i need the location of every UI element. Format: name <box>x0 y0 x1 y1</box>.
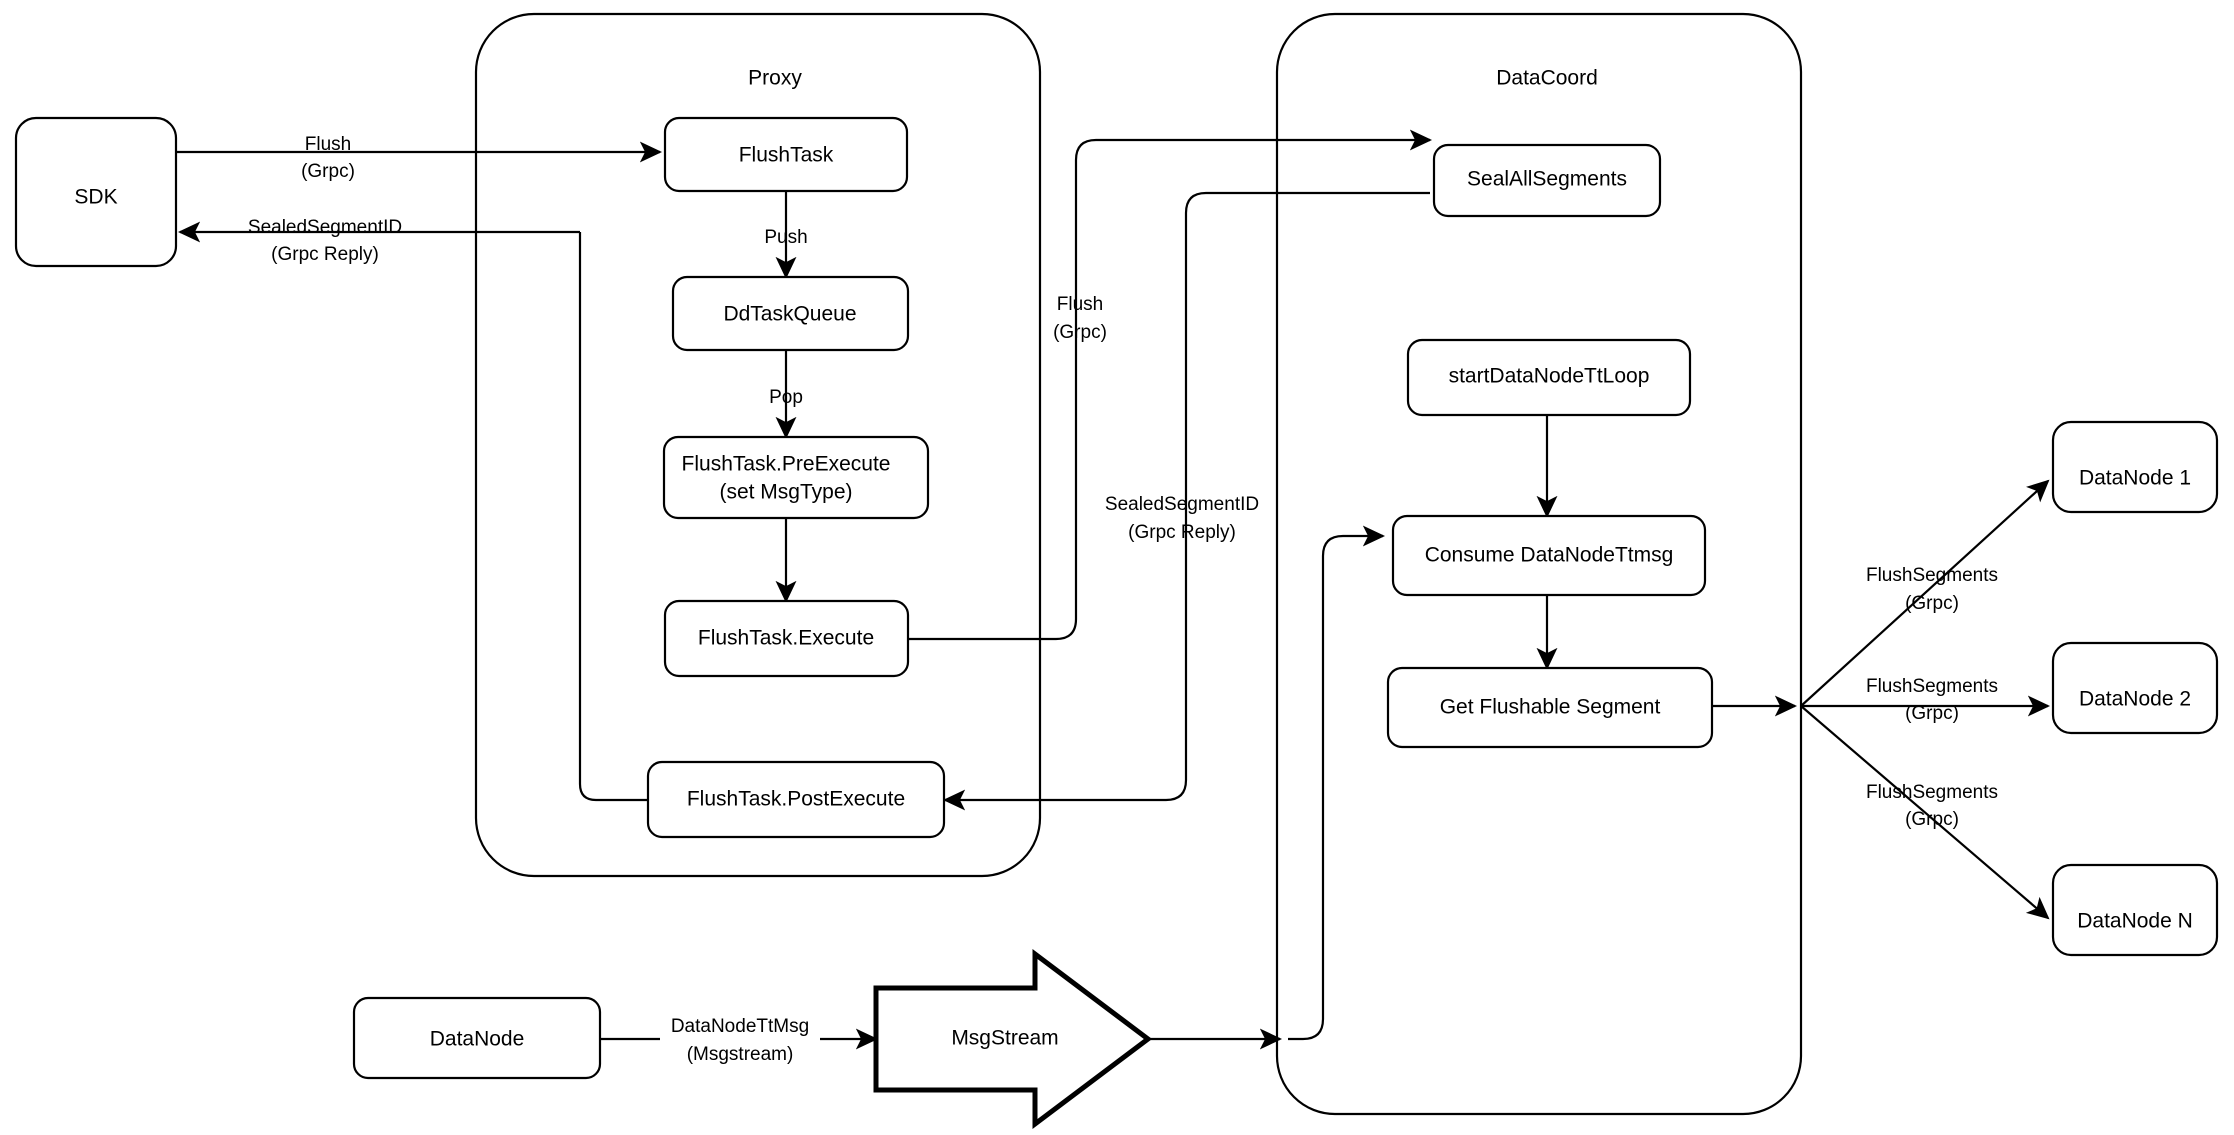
sdk-flush-label-line1: Flush <box>305 134 351 155</box>
node-datanode-source[interactable]: DataNode <box>352 996 602 1080</box>
flushsegments1-label-line2: (Grpc) <box>1905 593 1959 614</box>
node-msgstream[interactable]: MsgStream <box>873 948 1153 1130</box>
proxy-container-title: Proxy <box>748 67 802 90</box>
sdk-reply-label-line1: SealedSegmentID <box>248 217 402 238</box>
node-sealallsegments[interactable]: SealAllSegments <box>1432 143 1662 218</box>
edge-label-flushsegments-2: FlushSegments (Grpc) <box>1866 676 1998 724</box>
startdatanodettloop-label: startDataNodeTtLoop <box>1449 365 1650 388</box>
coord-reply-label-line2: (Grpc Reply) <box>1128 522 1236 543</box>
preexecute-label-line1: FlushTask.PreExecute <box>682 453 891 476</box>
datacoord-container-title: DataCoord <box>1496 67 1598 90</box>
flushtask-label: FlushTask <box>739 144 834 167</box>
proxy-container-outline <box>474 12 1042 878</box>
sdk-flush-label-line2: (Grpc) <box>301 161 355 182</box>
getflushablesegment-box[interactable] <box>1386 666 1714 749</box>
node-ddtaskqueue[interactable]: DdTaskQueue <box>671 275 910 352</box>
edge-sealallsegments-to-postexecute <box>942 191 1430 811</box>
sdk-box[interactable] <box>14 116 178 268</box>
edge-label-proxy-to-sdk: SealedSegmentID (Grpc Reply) <box>248 217 402 265</box>
datanoden-box[interactable] <box>2051 863 2219 957</box>
datanoden-label: DataNode N <box>2077 910 2193 933</box>
edge-junction-to-datanode1 <box>1800 479 2050 707</box>
sealallsegments-label: SealAllSegments <box>1467 168 1627 191</box>
node-sdk[interactable]: SDK <box>14 116 178 268</box>
edge-ttmsg-into-consume <box>1288 525 1386 1041</box>
msgstream-arrow-shape[interactable] <box>873 948 1153 1130</box>
node-flushtask-postexecute[interactable]: FlushTask.PostExecute <box>646 760 946 839</box>
node-flushtask[interactable]: FlushTask <box>663 116 909 193</box>
execute-box[interactable] <box>663 599 910 678</box>
postexecute-label: FlushTask.PostExecute <box>687 788 905 811</box>
edge-junction-to-datanoden <box>1800 705 2050 920</box>
datanodettmsg-label-line2: (Msgstream) <box>687 1044 794 1065</box>
pop-label: Pop <box>769 387 803 408</box>
datanode-source-box[interactable] <box>352 996 602 1080</box>
sdk-label: SDK <box>74 186 117 209</box>
push-label: Push <box>764 227 807 248</box>
coord-reply-label-line1: SealedSegmentID <box>1105 494 1259 515</box>
execute-label: FlushTask.Execute <box>698 627 874 650</box>
postexecute-box[interactable] <box>646 760 946 839</box>
datanode1-label: DataNode 1 <box>2079 467 2191 490</box>
edge-label-flushsegments-n: FlushSegments (Grpc) <box>1866 782 1998 830</box>
msgstream-label: MsgStream <box>951 1027 1058 1050</box>
ddtaskqueue-label: DdTaskQueue <box>723 303 856 326</box>
consume-datanodettmsg-box[interactable] <box>1391 514 1707 597</box>
datanode2-label: DataNode 2 <box>2079 688 2191 711</box>
getflushablesegment-label: Get Flushable Segment <box>1440 696 1661 719</box>
coord-flush-label-line1: Flush <box>1057 294 1103 315</box>
preexecute-box[interactable] <box>662 435 930 520</box>
consume-datanodettmsg-label: Consume DataNodeTtmsg <box>1425 544 1674 567</box>
sdk-reply-label-line2: (Grpc Reply) <box>271 244 379 265</box>
edge-postexecute-to-sdk-riser <box>578 232 656 802</box>
edge-execute-to-sealallsegments <box>908 129 1433 641</box>
flushsegmentsn-label-line2: (Grpc) <box>1905 809 1959 830</box>
sealallsegments-box[interactable] <box>1432 143 1662 218</box>
startdatanodettloop-box[interactable] <box>1406 338 1692 417</box>
flushsegmentsn-label-line1: FlushSegments <box>1866 782 1998 803</box>
node-datanode-1[interactable]: DataNode 1 <box>2051 420 2219 514</box>
node-start-datanode-tt-loop[interactable]: startDataNodeTtLoop <box>1406 338 1692 417</box>
flushsegments2-label-line2: (Grpc) <box>1905 703 1959 724</box>
datanode-source-label: DataNode <box>430 1028 525 1051</box>
datanode2-box[interactable] <box>2051 641 2219 735</box>
flushsegments2-label-line1: FlushSegments <box>1866 676 1998 697</box>
container-proxy: Proxy <box>474 12 1042 878</box>
node-get-flushable-segment[interactable]: Get Flushable Segment <box>1386 666 1714 749</box>
preexecute-label-line2: (set MsgType) <box>719 481 852 504</box>
datanode1-box[interactable] <box>2051 420 2219 514</box>
datanodettmsg-label-line1: DataNodeTtMsg <box>671 1016 809 1037</box>
node-flushtask-preexecute[interactable]: FlushTask.PreExecute (set MsgType) <box>662 435 930 520</box>
coord-flush-label-line2: (Grpc) <box>1053 322 1107 343</box>
node-datanode-n[interactable]: DataNode N <box>2051 863 2219 957</box>
flushtask-box[interactable] <box>663 116 909 193</box>
datacoord-container-outline <box>1275 12 1803 1116</box>
node-flushtask-execute[interactable]: FlushTask.Execute <box>663 599 910 678</box>
node-consume-datanode-ttmsg[interactable]: Consume DataNodeTtmsg <box>1391 514 1707 597</box>
edge-label-datanode-ttmsg: DataNodeTtMsg (Msgstream) <box>671 1016 809 1065</box>
ddtaskqueue-box[interactable] <box>671 275 910 352</box>
node-datanode-2[interactable]: DataNode 2 <box>2051 641 2219 735</box>
edge-label-sdk-to-proxy: Flush (Grpc) <box>301 134 355 182</box>
edge-label-flushsegments-1: FlushSegments (Grpc) <box>1866 565 1998 614</box>
container-datacoord: DataCoord <box>1275 12 1803 1116</box>
flushsegments1-label-line1: FlushSegments <box>1866 565 1998 586</box>
edge-label-proxy-to-coord: Flush (Grpc) <box>1053 294 1107 343</box>
edge-label-coord-to-proxy: SealedSegmentID (Grpc Reply) <box>1105 494 1259 543</box>
